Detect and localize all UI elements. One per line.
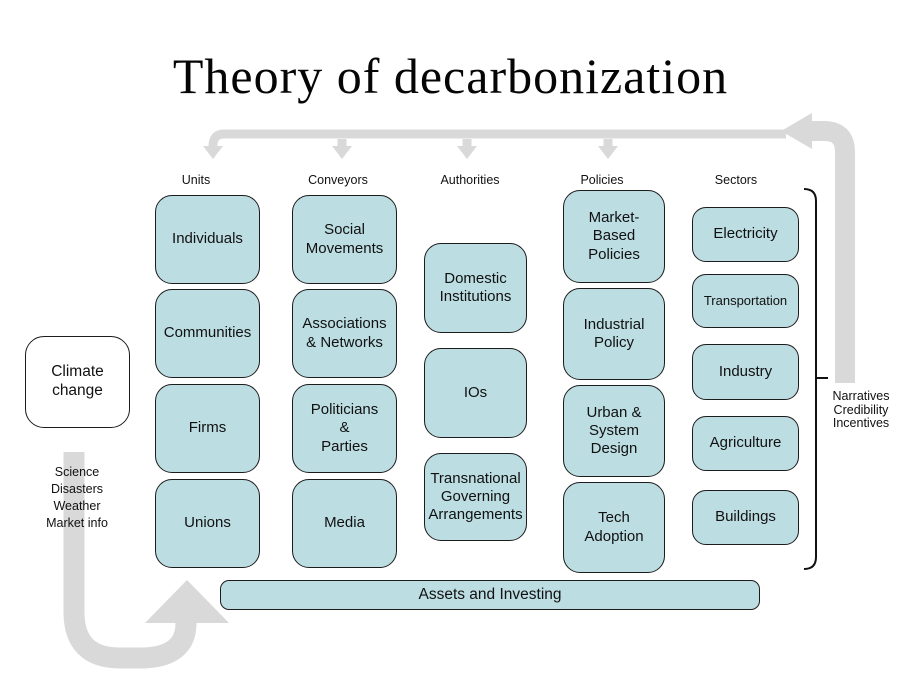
column-label-policies: Policies (580, 173, 624, 187)
input-weather: Weather (53, 499, 101, 513)
column-label-authorities: Authorities (440, 173, 500, 187)
input-science: Science (54, 465, 100, 479)
output-incentives: Incentives (832, 416, 890, 430)
node-market-based-policies: Market- Based Policies (563, 190, 665, 283)
input-arrow (63, 452, 229, 669)
top-flow-arrow (203, 129, 786, 159)
node-agriculture: Agriculture (692, 416, 799, 471)
output-narratives: Narratives (832, 389, 890, 403)
page-title: Theory of decarbonization (172, 48, 729, 104)
node-unions: Unions (155, 479, 260, 568)
input-market-info: Market info (46, 516, 108, 530)
node-firms: Firms (155, 384, 260, 473)
column-label-units: Units (181, 173, 211, 187)
node-communities: Communities (155, 289, 260, 378)
sectors-bracket (803, 188, 828, 570)
column-label-conveyors: Conveyors (308, 173, 368, 187)
node-urban-system-design: Urban & System Design (563, 385, 665, 477)
node-industry: Industry (692, 344, 799, 400)
node-ios: IOs (424, 348, 527, 438)
node-tech-adoption: Tech Adoption (563, 482, 665, 573)
node-individuals: Individuals (155, 195, 260, 284)
node-social-movements: Social Movements (292, 195, 397, 284)
feedback-arrow (781, 113, 855, 383)
node-climate-change: Climate change (25, 336, 130, 428)
node-politicians-parties: Politicians & Parties (292, 384, 397, 473)
node-electricity: Electricity (692, 207, 799, 262)
node-associations-networks: Associations & Networks (292, 289, 397, 378)
output-credibility: Credibility (833, 402, 889, 417)
node-transnational-governing: Transnational Governing Arrangements (424, 453, 527, 541)
node-industrial-policy: Industrial Policy (563, 288, 665, 380)
column-label-sectors: Sectors (714, 173, 758, 187)
climate-inputs-list: Science Disasters Weather Market info (46, 464, 108, 532)
node-buildings: Buildings (692, 490, 799, 545)
node-domestic-institutions: Domestic Institutions (424, 243, 527, 333)
node-transportation: Transportation (692, 274, 799, 328)
assets-and-investing-bar: Assets and Investing (220, 580, 760, 610)
node-media: Media (292, 479, 397, 568)
feedback-outputs-list: Narratives Credibility Incentives (832, 389, 890, 431)
input-disasters: Disasters (50, 482, 104, 496)
